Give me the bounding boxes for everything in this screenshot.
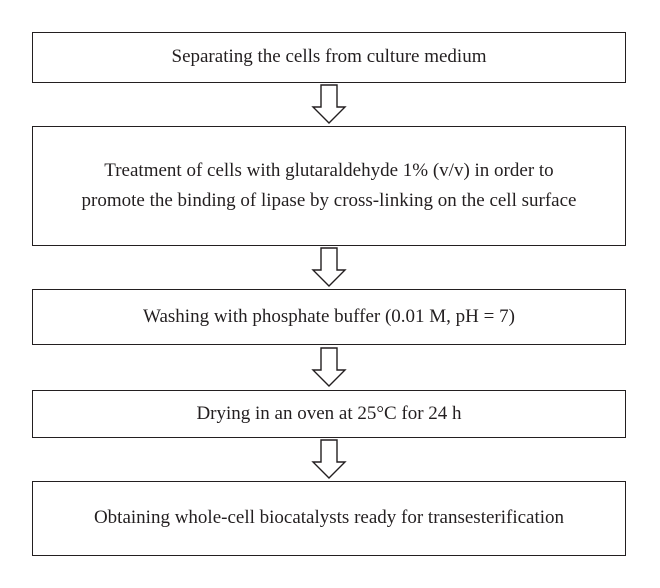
step-2-text-line-1: Treatment of cells with glutaraldehyde 1… — [104, 159, 554, 181]
down-arrow-icon — [311, 247, 347, 287]
flowchart-step-2: Treatment of cells with glutaraldehyde 1… — [32, 126, 626, 246]
down-arrow-icon — [311, 347, 347, 387]
down-arrow-icon — [311, 439, 347, 479]
flowchart-step-3: Washing with phosphate buffer (0.01 M, p… — [32, 289, 626, 345]
step-3-text: Washing with phosphate buffer (0.01 M, p… — [143, 305, 515, 327]
flowchart-step-1: Separating the cells from culture medium — [32, 32, 626, 83]
flowchart-step-4: Drying in an oven at 25°C for 24 h — [32, 390, 626, 438]
step-2-text-line-2: promote the binding of lipase by cross-l… — [81, 190, 577, 211]
step-5-text: Obtaining whole-cell biocatalysts ready … — [93, 507, 565, 529]
step-1-text: Separating the cells from culture medium — [171, 46, 487, 68]
step-4-text: Drying in an oven at 25°C for 24 h — [196, 402, 462, 424]
down-arrow-icon — [311, 84, 347, 124]
flowchart-step-5: Obtaining whole-cell biocatalysts ready … — [32, 481, 626, 556]
